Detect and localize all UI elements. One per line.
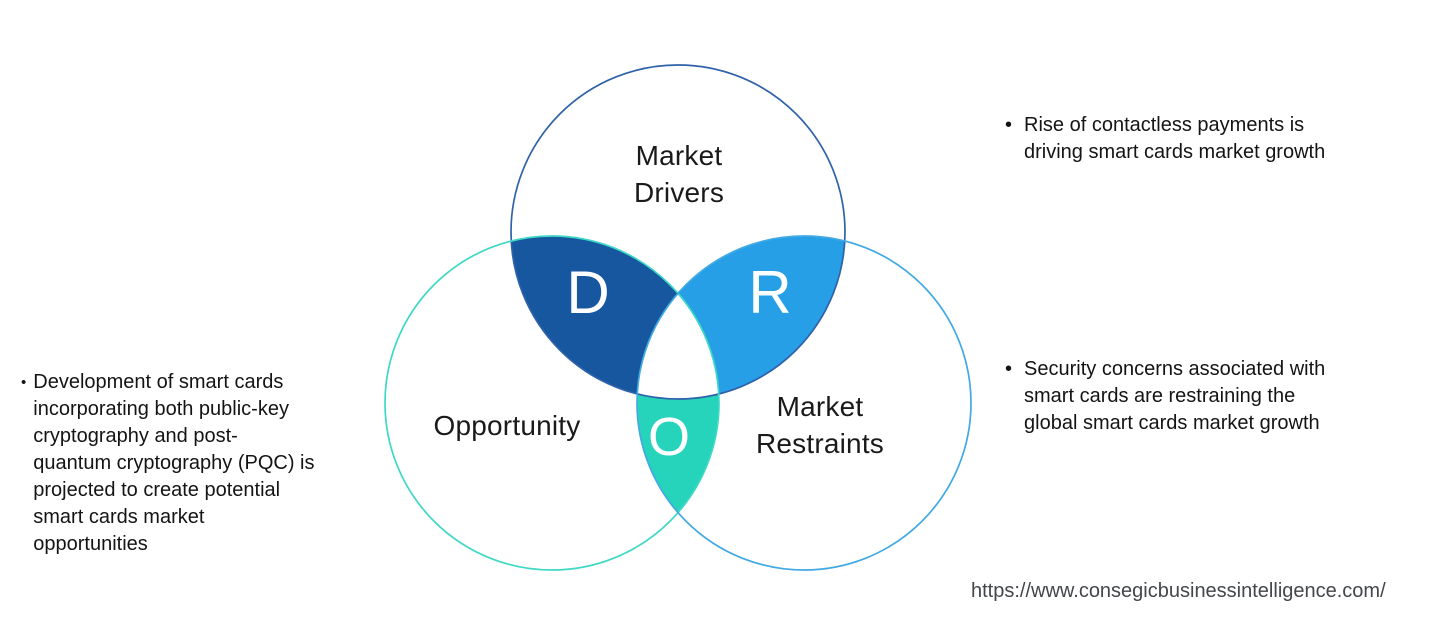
source-url: https://www.consegicbusinessintelligence… <box>971 580 1386 602</box>
opportunity-label: Opportunity <box>433 410 581 441</box>
drivers-label: Market Drivers <box>633 140 725 208</box>
restraints-note: • Security concerns associated with smar… <box>1005 356 1425 437</box>
bullet-line: smart cards are restraining the <box>1024 385 1296 407</box>
drivers-note: • Rise of contactless payments is drivin… <box>1005 112 1425 166</box>
bullet-line: projected to create potential <box>33 479 281 501</box>
opportunity-circle <box>384 235 720 571</box>
region-drivers-overlap <box>511 236 719 399</box>
bullet-line: incorporating both public-key <box>33 398 289 420</box>
venn-svg <box>384 64 972 571</box>
bullet-line: smart cards market <box>33 506 205 528</box>
bullet-line: opportunities <box>33 533 148 555</box>
opportunity-letter: O <box>647 407 691 467</box>
bullet-icon: • <box>21 374 27 391</box>
opportunity-note-text: Development of smart cards incorporating… <box>33 369 314 558</box>
bullet-line: cryptography and post- <box>33 425 238 447</box>
region-restraints-overlap <box>637 236 845 399</box>
bullet-line: quantum cryptography (PQC) is <box>33 452 315 474</box>
bullet-line: Rise of contactless payments is <box>1024 114 1305 136</box>
restraints-letter: R <box>748 259 792 326</box>
bullet-line: driving smart cards market growth <box>1024 141 1326 163</box>
opportunity-note: • Development of smart cards incorporati… <box>21 369 373 558</box>
venn-diagram: Market Drivers Opportunity Market Restra… <box>370 40 990 600</box>
drivers-letter: D <box>566 259 610 326</box>
bullet-icon: • <box>1005 114 1013 136</box>
bullet-line: Development of smart cards <box>33 371 284 393</box>
drivers-note-text: Rise of contactless payments is driving … <box>1024 112 1325 166</box>
drivers-circle <box>510 64 846 400</box>
restraints-label: Market Restraints <box>755 391 885 459</box>
bullet-icon: • <box>1005 358 1013 380</box>
restraints-note-text: Security concerns associated with smart … <box>1024 356 1325 437</box>
bullet-line: global smart cards market growth <box>1024 412 1320 434</box>
restraints-circle <box>636 235 972 571</box>
bullet-line: Security concerns associated with <box>1024 358 1326 380</box>
